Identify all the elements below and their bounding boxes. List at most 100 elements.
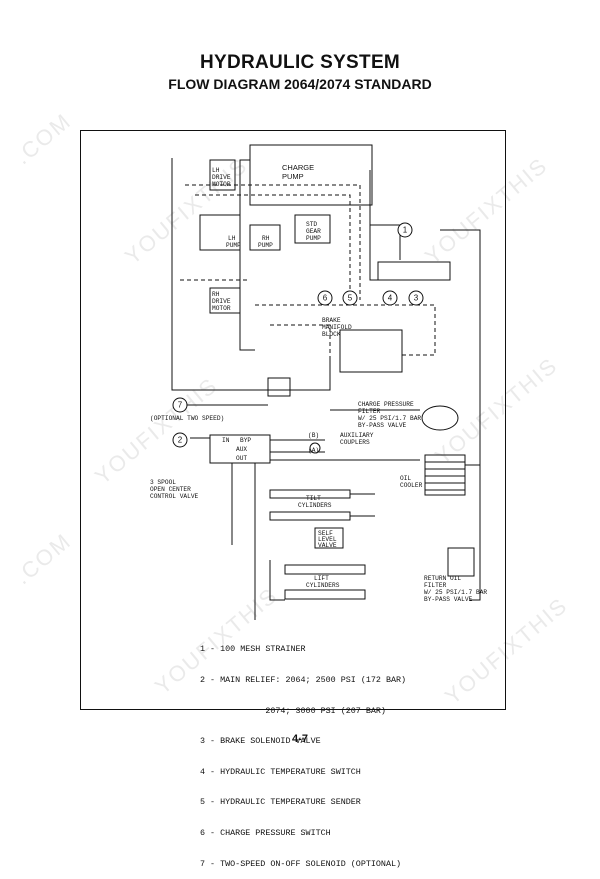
- label-self-level-3: VALVE: [318, 542, 337, 549]
- lift-cylinder: [284, 589, 366, 600]
- legend-item: 5 - HYDRAULIC TEMPERATURE SENDER: [200, 797, 361, 808]
- label-charge-filter-4: BY-PASS VALVE: [358, 422, 407, 429]
- label-charge-pump-1: CHARGE: [282, 163, 314, 172]
- label-std-gear-pump-2: GEAR: [306, 228, 321, 235]
- self-level-valve: [314, 527, 344, 549]
- label-rh-drive-motor-2: DRIVE: [212, 298, 231, 305]
- label-return-filter-2: FILTER: [424, 582, 447, 589]
- label-lift-cylinders-1: LIFT: [314, 575, 329, 582]
- label-self-level-1: SELF: [318, 530, 333, 537]
- charge-pressure-filter: [421, 405, 459, 431]
- label-port-out: OUT: [236, 455, 247, 462]
- dashed-line: [270, 324, 331, 375]
- label-charge-filter-3: W/ 25 PSI/1.7 BAR: [358, 415, 421, 422]
- label-lift-cylinders-2: CYLINDERS: [306, 582, 340, 589]
- page-subtitle: FLOW DIAGRAM 2064/2074 STANDARD: [168, 76, 432, 92]
- label-self-level-2: LEVEL: [318, 536, 337, 543]
- page-title: HYDRAULIC SYSTEM: [199, 52, 401, 73]
- label-lh-drive-motor-3: MOTOR: [212, 181, 231, 188]
- label-return-filter-1: RETURN OIL: [424, 575, 461, 582]
- label-control-valve-3: CONTROL VALVE: [150, 493, 199, 500]
- label-aux-couplers-2: COUPLERS: [340, 439, 370, 446]
- legend-item: 2074; 3000 PSI (207 BAR): [200, 705, 386, 716]
- callout-4: [382, 290, 398, 306]
- lift-cylinder: [284, 564, 366, 575]
- label-charge-filter-1: CHARGE PRESSURE: [358, 401, 414, 408]
- callout-2-text: 2: [178, 436, 183, 445]
- callout-5: [342, 290, 358, 306]
- dashed-case-drain: [185, 184, 361, 300]
- label-lh-pump-2: PUMP: [226, 242, 241, 249]
- label-rh-pump-2: PUMP: [258, 242, 273, 249]
- line: [269, 560, 285, 601]
- label-oil-cooler-2: COOLER: [400, 482, 423, 489]
- label-oil-cooler-1: OIL: [400, 475, 411, 482]
- legend: 1 - 100 MESH STRAINER 2 - MAIN RELIEF: 2…: [200, 624, 406, 879]
- label-optional-two-speed: (OPTIONAL TWO SPEED): [150, 415, 224, 422]
- lh-drive-motor: [209, 159, 236, 191]
- callout-5-text: 5: [348, 294, 353, 303]
- oil-cooler: [424, 454, 466, 496]
- callout-2: [172, 432, 188, 448]
- label-tilt-cylinders-2: CYLINDERS: [298, 502, 332, 509]
- std-gear-pump: [294, 214, 331, 244]
- label-brake-manifold-2: MANIFOLD: [322, 324, 352, 331]
- callout-7: [172, 397, 188, 413]
- hydraulic-flow-diagram: 1 2 3 4 5 6 7 CHARGE PUMP LH DRIVE MOTOR…: [150, 144, 487, 620]
- label-control-valve-1: 3 SPOOL: [150, 479, 176, 486]
- label-charge-filter-2: FILTER: [358, 408, 381, 415]
- label-control-valve-2: OPEN CENTER: [150, 486, 191, 493]
- label-return-filter-3: W/ 25 PSI/1.7 BAR: [424, 589, 487, 596]
- line: [239, 159, 255, 351]
- cooler-fins: [425, 461, 465, 491]
- dashed-line: [255, 304, 436, 356]
- label-lh-pump-1: LH: [228, 235, 236, 242]
- label-rh-pump-1: RH: [262, 235, 270, 242]
- page-number: 4-7: [292, 733, 308, 745]
- label-port-a: (A): [308, 447, 319, 454]
- legend-item: 1 - 100 MESH STRAINER: [200, 644, 306, 655]
- label-port-aux: AUX: [236, 446, 247, 453]
- callout-6: [317, 290, 333, 306]
- label-brake-manifold-1: BRAKE: [322, 317, 341, 324]
- coupler-b: [309, 442, 321, 454]
- label-charge-pump-2: PUMP: [282, 172, 304, 181]
- brake-manifold-block: [339, 329, 403, 373]
- control-valve: [209, 434, 271, 464]
- legend-item: 6 - CHARGE PRESSURE SWITCH: [200, 828, 331, 839]
- lh-pump: [199, 214, 241, 251]
- label-lh-drive-motor-1: LH: [212, 167, 220, 174]
- two-speed-solenoid: [267, 377, 291, 397]
- line: [171, 158, 331, 391]
- label-port-in: IN: [222, 437, 230, 444]
- callout-3-text: 3: [414, 294, 419, 303]
- return-oil-filter: [447, 547, 475, 577]
- label-port-byp: BYP: [240, 437, 251, 444]
- return-line: [440, 229, 481, 601]
- charge-pump-loop: [249, 144, 373, 206]
- callout-1-text: 1: [403, 226, 408, 235]
- label-std-gear-pump-3: PUMP: [306, 235, 321, 242]
- callout-4-text: 4: [388, 294, 393, 303]
- line: [370, 224, 401, 260]
- legend-item: 3 - BRAKE SOLENOID VALVE: [200, 736, 321, 747]
- tilt-cylinder: [269, 511, 351, 521]
- label-aux-couplers-1: AUXILIARY: [340, 432, 374, 439]
- legend-item: 2 - MAIN RELIEF: 2064; 2500 PSI (172 BAR…: [200, 675, 407, 686]
- line: [350, 493, 375, 517]
- label-lh-drive-motor-2: DRIVE: [212, 174, 231, 181]
- label-return-filter-4: BY-PASS VALVE: [424, 596, 473, 603]
- legend-item: 4 - HYDRAULIC TEMPERATURE SWITCH: [200, 766, 361, 777]
- label-tilt-cylinders-1: TILT: [306, 495, 321, 502]
- label-brake-manifold-3: BLOCK: [322, 331, 341, 338]
- label-rh-drive-motor-3: MOTOR: [212, 305, 231, 312]
- legend-item: 7 - TWO-SPEED ON-OFF SOLENOID (OPTIONAL): [200, 858, 402, 869]
- callout-6-text: 6: [323, 294, 328, 303]
- callout-7-text: 7: [178, 401, 183, 410]
- rh-pump: [249, 224, 281, 251]
- dashed-case-drain: [195, 194, 351, 290]
- diagram-frame: [80, 130, 506, 710]
- label-port-b: (B): [308, 432, 319, 439]
- callout-3: [408, 290, 424, 306]
- label-rh-drive-motor-1: RH: [212, 291, 220, 298]
